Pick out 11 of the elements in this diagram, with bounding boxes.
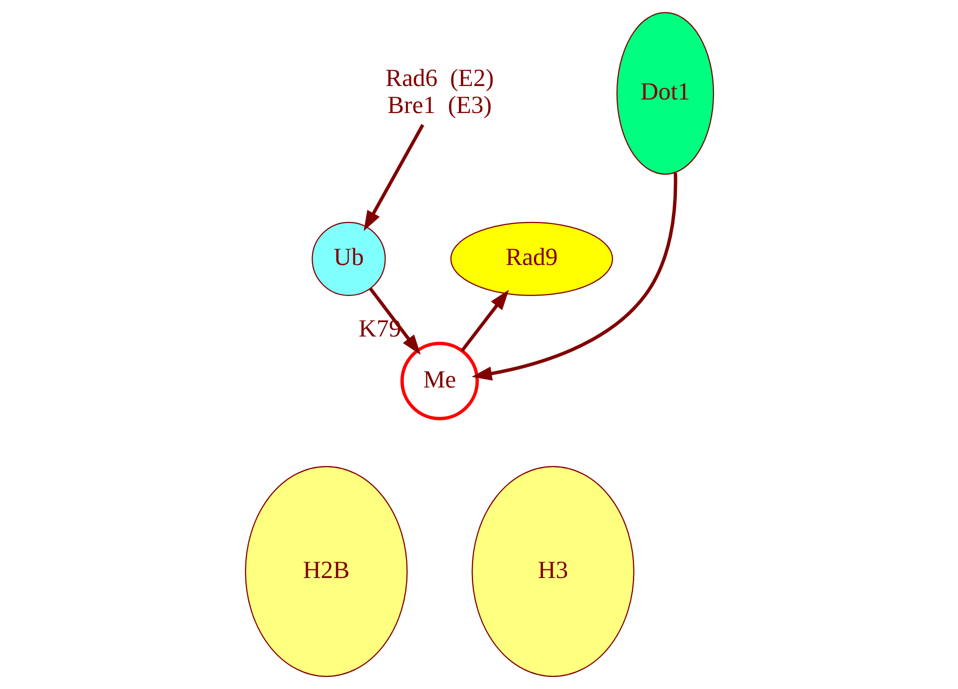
node-circle: Ub (311, 222, 386, 296)
arrow (460, 290, 508, 352)
arrow (368, 287, 420, 355)
node-ellipse: H2B (244, 466, 408, 677)
node-ellipse: Rad9 (450, 222, 613, 296)
arrow (363, 124, 424, 231)
node-text: Rad6 (E2) Bre1 (E3) (384, 65, 494, 120)
node-ellipse: Dot1 (616, 12, 714, 175)
arrow (471, 172, 677, 381)
node-circle: Me (400, 342, 478, 420)
node-ellipse: H3 (471, 466, 634, 677)
